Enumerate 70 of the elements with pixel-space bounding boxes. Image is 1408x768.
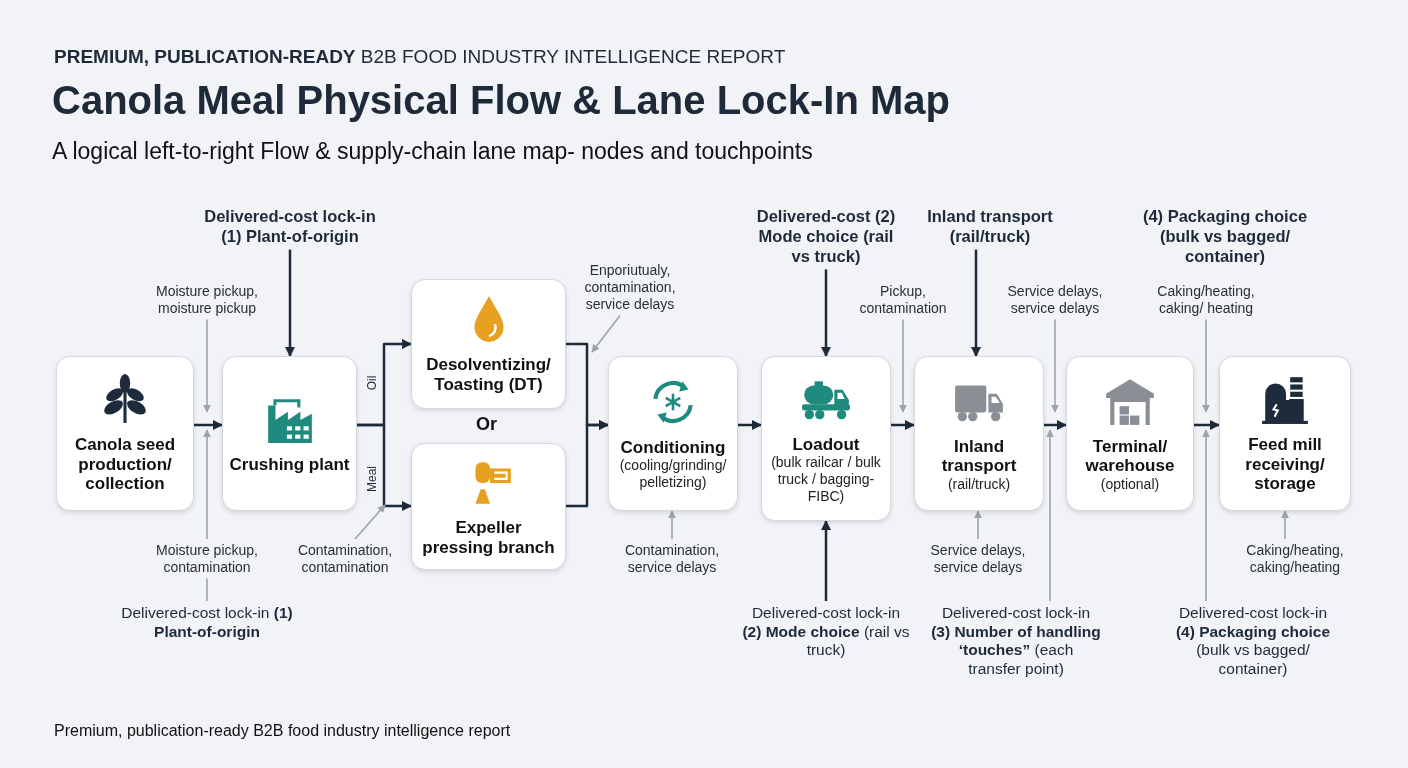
- arrow: [971, 249, 981, 357]
- or-label: Or: [476, 414, 497, 435]
- arrow: [821, 520, 831, 601]
- lock-in-note: Delivered-cost lock-in (2) Mode choice (rail vs truck): [741, 604, 911, 660]
- arrow: [1046, 429, 1054, 602]
- lock-in-note: Delivered-cost lock-in (1) Plant-of-origin: [120, 604, 294, 642]
- step-detail: (optional): [1100, 475, 1160, 493]
- process-box: [56, 356, 194, 511]
- arrow: [357, 423, 412, 511]
- risk-note: Moisture pickup, moisture pickup: [155, 283, 259, 317]
- arrow: [1051, 318, 1059, 413]
- step-title: Desolventizing/ Toasting (DT): [425, 355, 552, 395]
- process-box: [411, 279, 566, 409]
- step-detail: (bulk railcar / bulk truck / bagging-FIBC): [770, 454, 882, 505]
- step-title: Feed mill receiving/ storage: [1244, 435, 1326, 494]
- lock-in-note: (4) Packaging choice (bulk vs bagged/ container): [1141, 207, 1309, 267]
- process-box: [608, 356, 738, 511]
- step-detail: (rail/truck): [947, 475, 1011, 493]
- edge-label: Meal: [365, 464, 379, 494]
- arrow: [899, 318, 907, 413]
- arrow: [203, 429, 211, 540]
- process-box: [411, 443, 566, 570]
- step-title: Loadout: [792, 434, 860, 455]
- process-box: [222, 356, 357, 511]
- arrow: [566, 420, 609, 508]
- arrow: [668, 510, 676, 540]
- arrow: [821, 269, 831, 357]
- process-box: [1066, 356, 1194, 511]
- report-kicker: PREMIUM, PUBLICATION-READY B2B FOOD INDUSTRY INTELLIGENCE REPORT: [54, 46, 786, 68]
- arrow: [1281, 510, 1289, 540]
- subtitle: A logical left-to-right Flow & supply-chain lane map- nodes and touchpoints: [52, 138, 813, 165]
- step-title: Expeller pressing branch: [421, 517, 556, 558]
- lock-in-note: Delivered-cost (2) Mode choice (rail vs truck): [755, 207, 897, 267]
- arrow: [203, 318, 211, 413]
- risk-note: Caking/heating, caking/heating: [1245, 542, 1345, 576]
- title: Canola Meal Physical Flow & Lane Lock-In Map: [52, 78, 950, 123]
- step-title: Inland transport: [940, 436, 1018, 476]
- arrow: [591, 314, 621, 353]
- arrow: [891, 420, 915, 430]
- risk-note: Service delays, service delays: [1006, 283, 1104, 317]
- lock-in-note: Inland transport (rail/truck): [926, 207, 1054, 247]
- connector-line: [206, 577, 208, 602]
- risk-note: Service delays, service delays: [929, 542, 1027, 576]
- footer-note: Premium, publication-ready B2B food industry intelligence report: [54, 722, 511, 740]
- arrow: [1202, 429, 1210, 602]
- arrow: [1202, 318, 1210, 413]
- arrow: [974, 510, 982, 540]
- lock-in-note: Delivered-cost lock-in (4) Packaging choice (bulk vs bagged/ container): [1174, 604, 1332, 679]
- step-title: Terminal/ warehouse: [1084, 436, 1176, 476]
- process-box: [761, 356, 891, 521]
- process-box: [914, 356, 1044, 511]
- arrow: [738, 420, 762, 430]
- risk-note: Moisture pickup, contamination: [155, 542, 259, 576]
- risk-note: Contamination, service delays: [623, 542, 721, 576]
- arrow: [194, 420, 223, 430]
- risk-note: Contamination, contamination: [296, 542, 394, 576]
- lock-in-note: Delivered-cost lock-in (1) Plant-of-origin: [203, 207, 377, 247]
- step-detail: (cooling/grinding/ pelletizing): [618, 457, 728, 492]
- lock-in-note: Delivered-cost lock-in (3) Number of handling ‘touches” (each transfer point): [931, 604, 1101, 679]
- risk-note: Pickup, contamination: [858, 283, 948, 317]
- step-title: Canola seed production/ collection: [73, 435, 177, 494]
- risk-note: Caking/heating, caking/ heating: [1156, 283, 1256, 317]
- process-box: [1219, 356, 1351, 511]
- step-title: Conditioning: [620, 437, 726, 458]
- arrow: [1044, 420, 1067, 430]
- arrow: [1194, 420, 1220, 430]
- risk-note: Enporiutualy, contamination, service delays: [583, 262, 677, 313]
- arrow: [285, 249, 295, 357]
- arrow: [354, 504, 386, 540]
- step-title: Crushing plant: [229, 454, 350, 475]
